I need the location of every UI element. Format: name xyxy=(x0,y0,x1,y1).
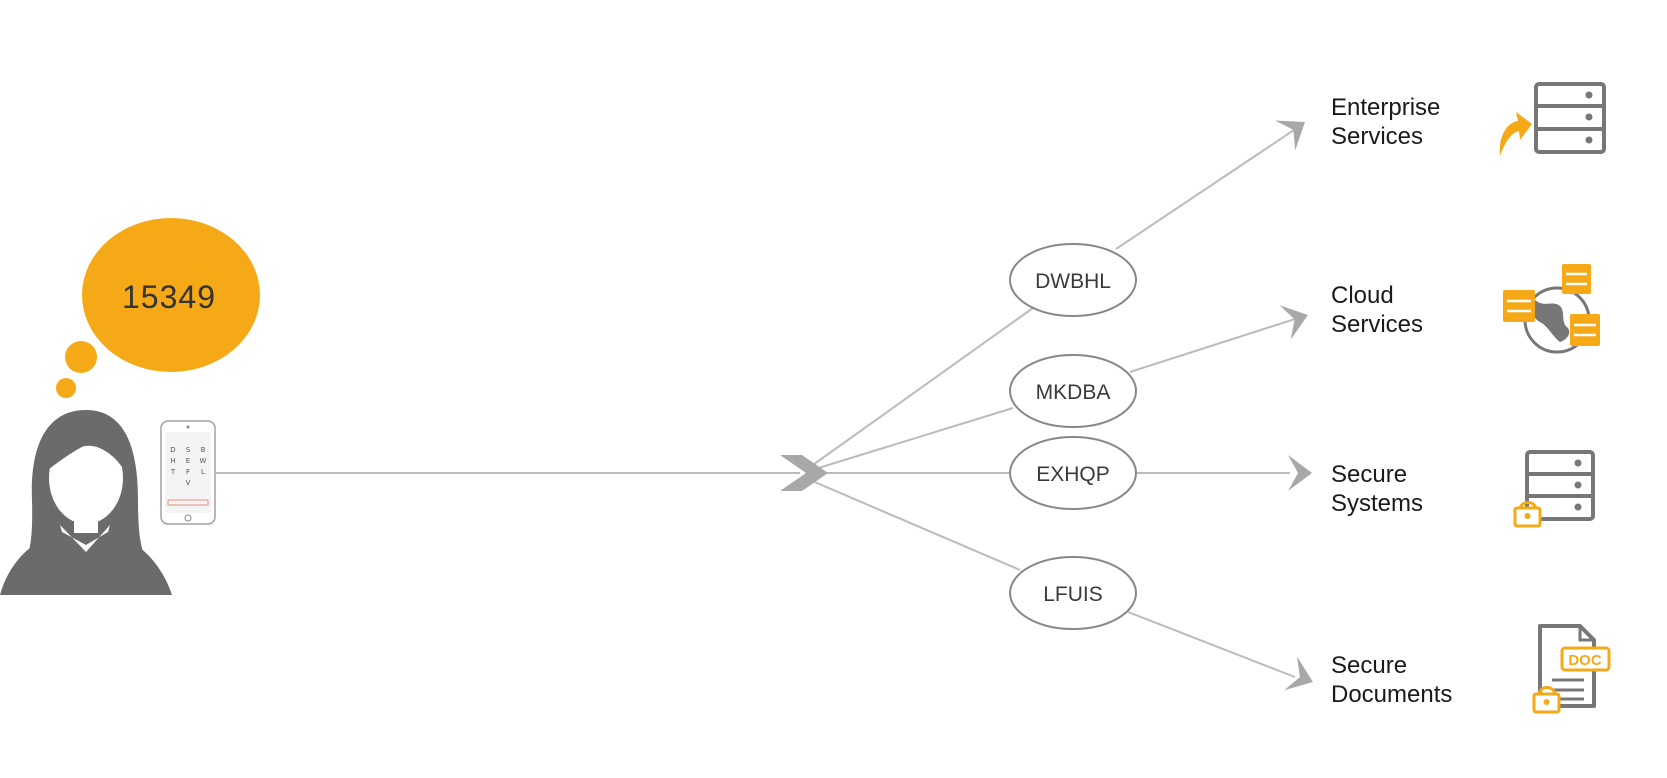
cloud-servers-globe-icon xyxy=(1503,264,1600,354)
code-node-dwbhl: DWBHL xyxy=(1009,243,1137,317)
connector-lines xyxy=(215,125,1301,678)
hub-chevron-icon xyxy=(780,455,828,491)
phone-icon: D S B H E W T F L V xyxy=(160,420,216,525)
key: F xyxy=(186,468,190,476)
label-line: Secure xyxy=(1331,652,1408,679)
label-line: Services xyxy=(1331,123,1424,150)
key: B xyxy=(201,446,206,454)
code-label: EXHQP xyxy=(1036,463,1110,486)
phone-keypad: D S B H E W T F L V xyxy=(170,446,207,487)
person-icon xyxy=(0,410,172,595)
code-nodes: DWBHL MKDBA EXHQP LFUIS xyxy=(1009,243,1137,630)
code-node-lfuis: LFUIS xyxy=(1009,556,1137,630)
code-node-mkdba: MKDBA xyxy=(1009,354,1137,428)
arrowhead-enterprise xyxy=(1275,120,1305,151)
label-line: Documents xyxy=(1331,681,1453,708)
key: V xyxy=(186,479,191,487)
code-label: LFUIS xyxy=(1043,583,1103,606)
destination-label-documents: Secure Documents xyxy=(1331,651,1452,709)
destination-label-enterprise: Enterprise Services xyxy=(1331,93,1440,151)
thought-dot-small xyxy=(56,378,76,398)
key: H xyxy=(170,457,175,465)
line-lfuis-to-documents xyxy=(1127,611,1296,678)
line-dwbhl-to-enterprise xyxy=(1115,125,1301,250)
label-line: Cloud xyxy=(1331,282,1394,309)
line-to-dwbhl xyxy=(809,307,1034,468)
line-mkdba-to-cloud xyxy=(1129,318,1296,373)
thought-dot-medium xyxy=(65,341,97,373)
thought-bubble: 15349 xyxy=(56,218,260,398)
key: L xyxy=(201,468,205,476)
thought-cloud xyxy=(82,218,260,372)
destination-label-cloud: Cloud Services xyxy=(1331,281,1423,339)
key: D xyxy=(170,446,175,454)
code-node-exhqp: EXHQP xyxy=(1009,436,1137,510)
doc-badge-label: DOC xyxy=(1568,652,1602,669)
line-to-lfuis xyxy=(809,479,1021,571)
locked-server-icon xyxy=(1513,450,1595,528)
locked-document-icon: DOC xyxy=(1532,624,1611,714)
label-line: Secure xyxy=(1331,461,1408,488)
server-export-icon xyxy=(1499,82,1606,156)
key: S xyxy=(186,446,191,454)
label-line: Systems xyxy=(1331,490,1424,517)
key: T xyxy=(170,468,176,476)
arrowhead-documents xyxy=(1284,656,1313,691)
code-label: DWBHL xyxy=(1035,270,1111,293)
label-line: Enterprise xyxy=(1331,94,1441,121)
thought-number: 15349 xyxy=(122,279,216,315)
arrowhead-systems xyxy=(1288,455,1312,491)
line-to-mkdba xyxy=(811,407,1014,471)
destination-label-systems: Secure Systems xyxy=(1331,460,1423,518)
key: E xyxy=(186,457,190,465)
arrowhead-cloud xyxy=(1279,305,1308,340)
code-label: MKDBA xyxy=(1036,381,1111,404)
label-line: Services xyxy=(1331,311,1424,338)
arrowheads xyxy=(1275,120,1313,691)
key: W xyxy=(200,457,207,465)
